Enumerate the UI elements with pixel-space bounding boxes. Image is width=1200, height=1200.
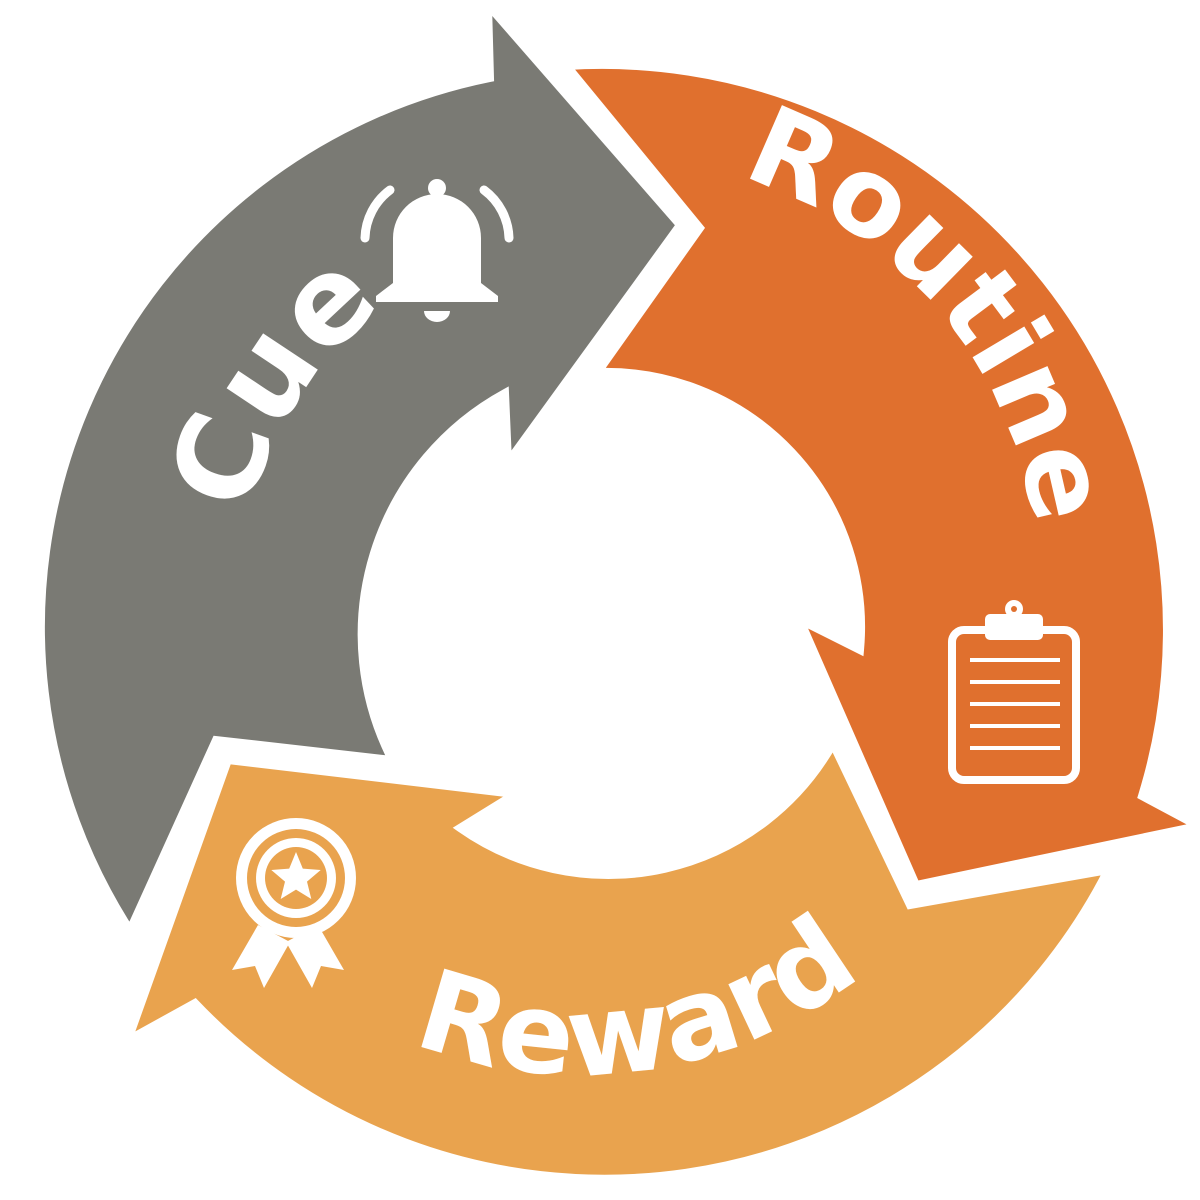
- routine-arrow: [558, 60, 1200, 890]
- cue-arrow: [36, 0, 686, 939]
- award-ribbon-icon: [232, 818, 356, 988]
- bell-icon: [360, 179, 514, 322]
- clipboard-icon: [948, 600, 1080, 784]
- reward-arrow: [120, 735, 1116, 1183]
